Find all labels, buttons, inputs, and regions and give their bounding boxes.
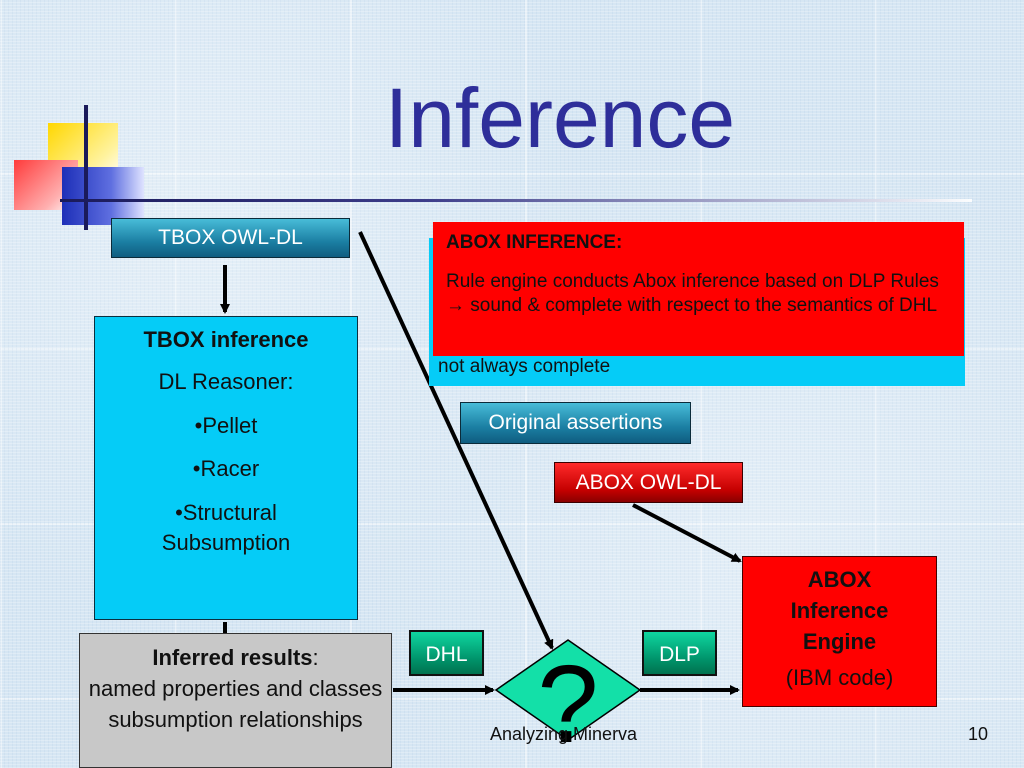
inferred-results-text: named properties and classes subsumption… xyxy=(88,675,383,732)
right-arrow-icon: → xyxy=(446,295,465,317)
abox-inference-box: ABOX INFERENCE: Rule engine conducts Abo… xyxy=(433,222,964,356)
abox-inference-heading: ABOX INFERENCE: xyxy=(446,232,623,253)
decision-diamond xyxy=(494,639,642,741)
tbox-inference-heading: TBOX inference xyxy=(143,327,309,352)
engine-note: (IBM code) xyxy=(785,665,894,691)
original-assertions-box: Original assertions xyxy=(460,402,691,444)
reasoner-item-racer: •Racer xyxy=(192,456,260,482)
question-mark: ? xyxy=(537,643,598,766)
slide-title: Inference xyxy=(384,71,736,165)
engine-line-1: ABOX xyxy=(807,567,872,592)
abox-owl-dl-box: ABOX OWL-DL xyxy=(554,462,743,503)
tbox-owl-dl-box: TBOX OWL-DL xyxy=(111,218,350,258)
inferred-results-box: Inferred results: named properties and c… xyxy=(79,633,392,768)
inferred-results-label: Inferred results xyxy=(152,645,313,670)
engine-line-3: Engine xyxy=(802,628,877,654)
engine-line-2: Inference xyxy=(790,597,889,623)
abox-text-after-arrow: sound & complete with respect to the sem… xyxy=(470,295,938,317)
reasoner-item-pellet: •Pellet xyxy=(194,412,258,438)
arrow-tbox-to-diamond xyxy=(358,231,554,650)
abox-text-before-arrow: Rule engine conducts Abox inference base… xyxy=(446,270,939,292)
title-divider xyxy=(60,199,972,202)
decorative-squares xyxy=(10,105,150,235)
arrow-abox-owl-to-engine xyxy=(632,503,742,563)
abox-inference-engine-box: ABOX Inference Engine (IBM code) xyxy=(742,556,937,707)
dl-reasoner-label: DL Reasoner: xyxy=(158,369,294,394)
tbox-inference-box: TBOX inference DL Reasoner: •Pellet •Rac… xyxy=(94,316,358,620)
slide-footer: Analyzing Minerva xyxy=(490,724,638,744)
dlp-box: DLP xyxy=(642,630,717,676)
vertical-rule-decoration xyxy=(84,105,88,230)
not-always-complete-text: not always complete xyxy=(438,356,611,377)
dhl-box: DHL xyxy=(409,630,484,676)
blue-square-decoration xyxy=(62,167,144,225)
abox-inference-description: Rule engine conducts Abox inference base… xyxy=(446,270,952,319)
page-number: 10 xyxy=(968,724,989,744)
reasoner-item-structural: •Structural Subsumption xyxy=(161,500,291,555)
inferred-results-colon: : xyxy=(312,645,319,670)
